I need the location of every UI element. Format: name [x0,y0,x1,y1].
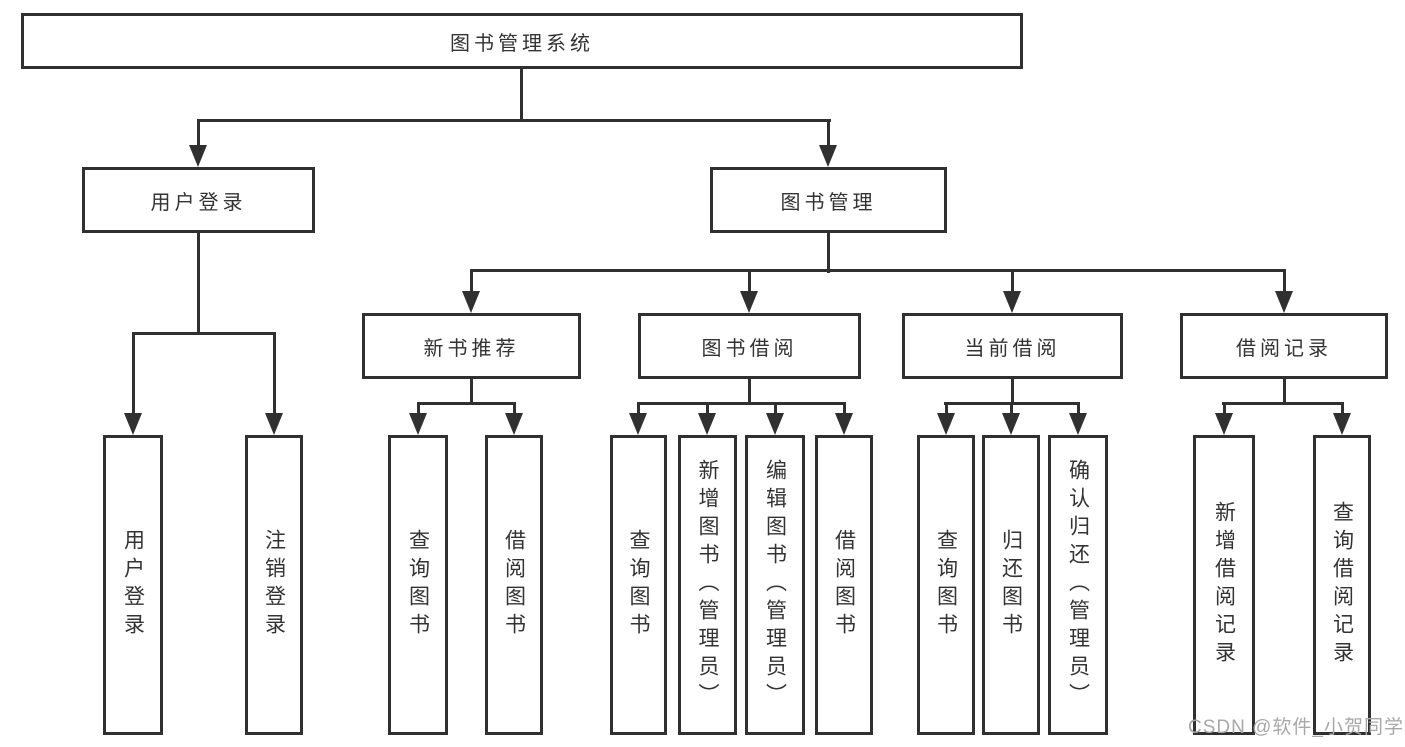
leaf-query-books-current: 查询图书 [917,435,975,735]
leaf-query-borrow-record: 查询借阅记录 [1313,435,1371,735]
connector-arrow-shaft [843,403,846,415]
arrowhead-down-icon [505,413,523,435]
arrowhead-down-icon [629,413,647,435]
leaf-logout: 注销登录 [245,435,303,735]
arrowhead-down-icon [462,291,480,313]
leaf-query-borrow-record-label: 查询借阅记录 [1330,501,1354,669]
leaf-borrow-books-recommend-label: 借阅图书 [502,529,526,641]
leaf-user-login: 用户登录 [103,435,163,735]
connector-line [748,379,751,405]
leaf-query-books-borrowing-label: 查询图书 [627,529,650,641]
leaf-borrow-books-borrowing-label: 借阅图书 [832,529,856,641]
arrowhead-down-icon [1002,413,1020,435]
node-user-login-label: 用户登录 [150,191,247,214]
arrowhead-down-icon [409,413,427,435]
node-current-borrowing: 当前借阅 [902,313,1123,379]
arrowhead-down-icon [124,413,142,435]
leaf-add-books-admin-label: 新增图书（管理员） [696,459,719,711]
arrowhead-down-icon [265,413,283,435]
leaf-edit-books-admin-label: 编辑图书（管理员） [763,459,787,711]
node-book-management: 图书管理 [710,167,947,233]
connector-arrow-shaft [1010,403,1013,415]
leaf-add-borrow-record-label: 新增借阅记录 [1212,501,1236,669]
connector-line [197,119,831,122]
arrowhead-down-icon [819,145,837,167]
connector-arrow-shaft [417,403,420,415]
leaf-return-books-label: 归还图书 [999,529,1023,641]
arrowhead-down-icon [1333,413,1351,435]
connector-line [1011,379,1014,405]
node-root: 图书管理系统 [21,13,1023,69]
connector-arrow-shaft [1077,403,1080,415]
arrowhead-down-icon [1069,413,1087,435]
leaf-confirm-return-admin-label: 确认归还（管理员） [1066,459,1090,711]
connector-arrow-shaft [470,270,473,293]
leaf-logout-label: 注销登录 [262,529,286,641]
node-borrowing-records-label: 借阅记录 [1236,337,1332,360]
leaf-user-login-label: 用户登录 [121,529,145,641]
arrowhead-down-icon [189,145,207,167]
leaf-add-borrow-record: 新增借阅记录 [1193,435,1255,735]
connector-line [470,269,1286,272]
node-borrowing-records: 借阅记录 [1180,313,1388,379]
connector-arrow-shaft [273,333,276,415]
arrowhead-down-icon [1215,413,1233,435]
connector-arrow-shaft [748,270,751,293]
connector-line [637,402,846,405]
connector-arrow-shaft [1223,403,1226,415]
connector-arrow-shaft [132,333,135,415]
arrowhead-down-icon [937,413,955,435]
arrowhead-down-icon [1275,291,1293,313]
connector-line [520,69,523,121]
leaf-edit-books-admin: 编辑图书（管理员） [745,435,805,735]
node-book-management-label: 图书管理 [780,191,877,214]
leaf-query-books-current-label: 查询图书 [934,529,958,641]
node-current-borrowing-label: 当前借阅 [964,337,1061,360]
arrowhead-down-icon [698,413,716,435]
connector-arrow-shaft [827,120,830,147]
leaf-query-books-recommend: 查询图书 [388,435,448,735]
arrowhead-down-icon [1003,291,1021,313]
connector-arrow-shaft [197,120,200,147]
arrowhead-down-icon [766,413,784,435]
connector-line [1222,402,1344,405]
connector-arrow-shaft [513,403,516,415]
connector-line [470,379,473,405]
connector-arrow-shaft [637,403,640,415]
connector-arrow-shaft [774,403,777,415]
connector-line [1283,379,1286,405]
arrowhead-down-icon [740,291,758,313]
connector-arrow-shaft [1283,270,1286,293]
connector-line [197,233,200,335]
node-book-borrowing-label: 图书借阅 [701,337,798,360]
node-new-book-recommend-label: 新书推荐 [423,337,520,360]
connector-line [417,402,516,405]
node-book-borrowing: 图书借阅 [638,313,861,379]
csdn-watermark: CSDN @软件_小贺同学 [1188,717,1404,738]
node-new-book-recommend: 新书推荐 [362,313,581,379]
leaf-confirm-return-admin: 确认归还（管理员） [1048,435,1108,735]
leaf-return-books: 归还图书 [982,435,1040,735]
connector-arrow-shaft [1341,403,1344,415]
leaf-borrow-books-recommend: 借阅图书 [485,435,543,735]
connector-arrow-shaft [945,403,948,415]
node-user-login: 用户登录 [82,167,315,233]
node-root-label: 图书管理系统 [450,32,594,55]
connector-line [132,332,276,335]
leaf-add-books-admin: 新增图书（管理员） [678,435,737,735]
leaf-query-books-borrowing: 查询图书 [610,435,667,735]
leaf-borrow-books-borrowing: 借阅图书 [815,435,873,735]
connector-arrow-shaft [1011,270,1014,293]
connector-line [827,233,830,273]
arrowhead-down-icon [835,413,853,435]
connector-arrow-shaft [706,403,709,415]
leaf-query-books-recommend-label: 查询图书 [406,529,430,641]
